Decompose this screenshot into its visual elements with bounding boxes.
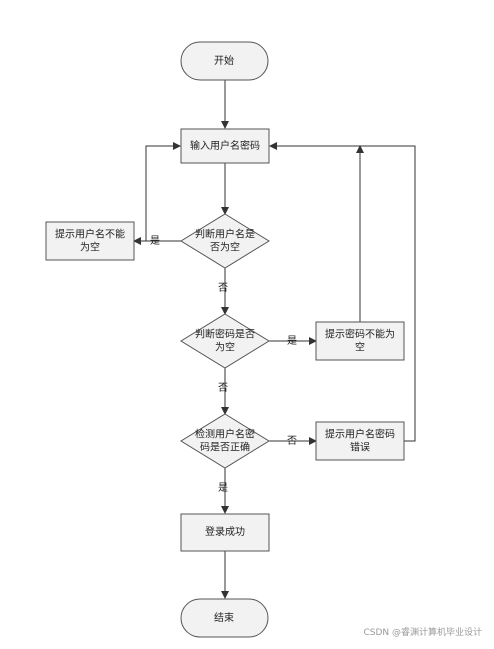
node-label-line: 空 [355,341,365,354]
msg-pwd-empty-label: 提示密码不能为空 [325,328,395,354]
node-label-line: 提示密码不能为 [325,328,395,341]
label-no-correct: 否 [287,435,297,447]
node-label-line: 码是否正确 [200,441,250,454]
msg-user-empty-process [45,221,135,261]
msg-wrong-process [315,421,405,461]
start-label: 开始 [214,54,234,67]
node-label-line: 为空 [80,241,100,254]
node-label-line: 提示用户名不能 [55,228,125,241]
node-label-line: 错误 [350,441,370,454]
check-correct-label: 检测用户名密码是否正确 [195,428,255,454]
node-label-line: 登录成功 [205,525,245,538]
start-terminal [180,41,269,81]
check-user-empty-decision [180,213,270,269]
node-label-line: 为空 [215,341,235,354]
label-no-pwd-empty: 否 [218,382,228,394]
check-user-empty-label: 判断用户名是否为空 [195,228,255,254]
edge-msg-user-back-to-input [145,142,181,241]
watermark-text: CSDN @睿渊计算机毕业设计 [363,628,482,638]
node-label-line: 判断用户名是 [195,228,255,241]
node-label-line: 开始 [214,54,234,67]
nodes: 开始 输入用户名密码 判断用户名是否为空 提示用户名不能为空 判断密码是否为空 … [45,41,405,638]
node-label-line: 结束 [214,611,234,624]
msg-wrong-label: 提示用户名密码错误 [325,428,395,454]
label-yes-correct: 是 [218,482,228,494]
check-pwd-empty-label: 判断密码是否为空 [195,328,255,354]
msg-pwd-empty-process [315,321,405,361]
node-label-line: 否为空 [210,241,240,254]
node-label-line: 提示用户名密码 [325,428,395,441]
node-label-line: 输入用户名密码 [190,139,260,152]
end-label: 结束 [214,611,234,624]
label-no-user-empty: 否 [218,282,228,294]
check-pwd-empty-decision [180,313,270,369]
edge-msg-wrong-back-to-input [269,142,416,442]
success-process [180,513,270,552]
success-label: 登录成功 [205,525,245,538]
label-yes-pwd-empty: 是 [287,335,297,347]
input-label: 输入用户名密码 [190,139,260,152]
end-terminal [180,598,269,638]
edge-labels: 是 否 是 否 否 是 [150,235,297,494]
label-yes-user-empty: 是 [150,235,160,247]
edges [133,80,416,599]
node-label-line: 检测用户名密 [195,428,255,441]
msg-user-empty-label: 提示用户名不能为空 [55,228,125,254]
check-correct-decision [180,413,270,469]
input-process [180,128,270,164]
node-label-line: 判断密码是否 [195,328,255,341]
